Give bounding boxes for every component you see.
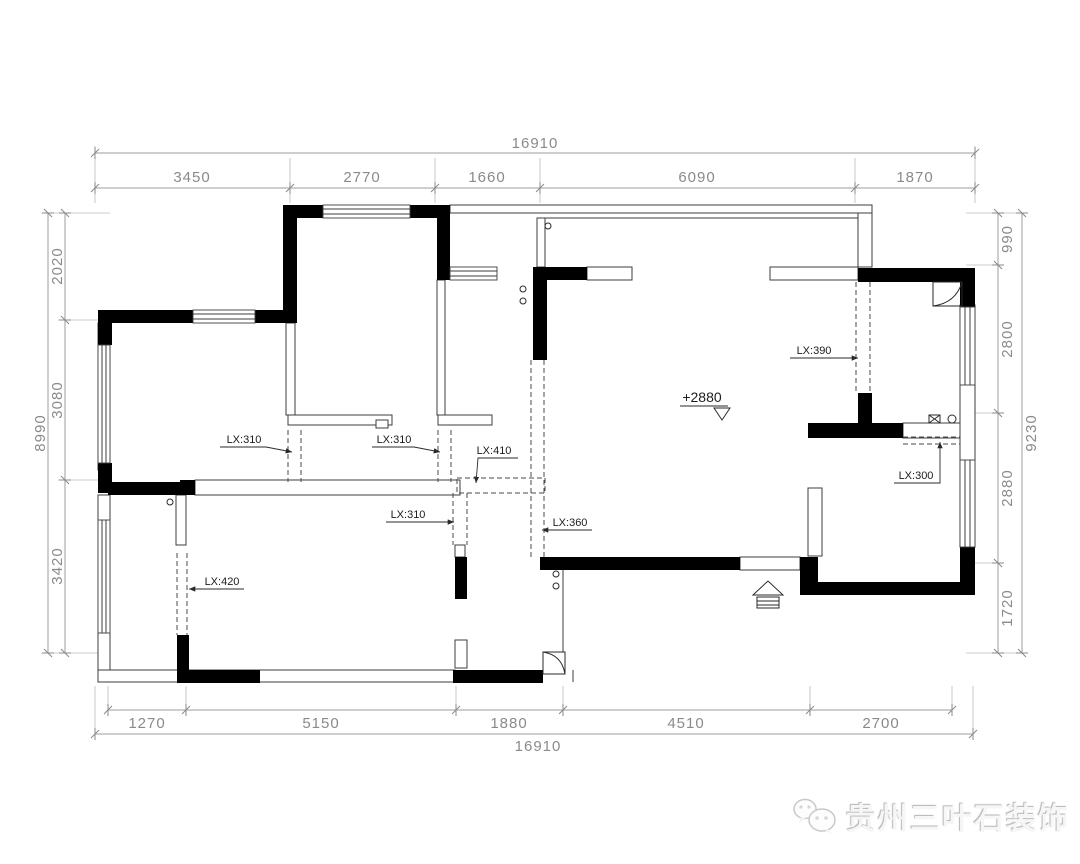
beam-annotations: LX:310 LX:310 LX:410 LX:310 LX:360 LX:42… <box>189 345 943 592</box>
watermark: 贵州三叶石装饰 <box>792 794 1070 838</box>
beam-label-lx360: LX:360 <box>553 517 588 529</box>
beam-label-lx300: LX:300 <box>899 470 934 482</box>
window <box>192 309 256 324</box>
dim-bottom-segment-1: 5150 <box>302 715 339 732</box>
entry-arrow-icon <box>751 580 785 609</box>
dimension-lines <box>41 146 1029 741</box>
dim-top-segment-3: 6090 <box>678 169 715 186</box>
outlet-symbol-icon <box>928 414 957 424</box>
beam-dashed-lines <box>176 282 960 635</box>
level-mark: +2880 <box>680 389 731 421</box>
dim-left-segment-2: 3420 <box>49 547 66 584</box>
dim-bottom-segment-0: 1270 <box>128 715 165 732</box>
dim-right-segment-0: 990 <box>999 225 1016 253</box>
dim-right-segment-2: 2880 <box>999 469 1016 506</box>
hinge-dots <box>166 222 560 590</box>
level-mark-text: +2880 <box>682 389 722 405</box>
dim-left-segment-0: 2020 <box>49 247 66 284</box>
window <box>959 459 976 548</box>
dim-bottom-segment-3: 4510 <box>667 715 704 732</box>
beam-label-lx310-b: LX:310 <box>377 434 412 446</box>
dimension-labels: 16910 3450 2770 1660 6090 1870 1270 5150… <box>32 135 1040 755</box>
dim-right-segment-1: 2800 <box>999 320 1016 357</box>
window <box>97 519 111 634</box>
dim-right-segment-3: 1720 <box>999 589 1016 626</box>
door-swing-icon <box>542 651 566 675</box>
plan-symbols <box>166 222 963 675</box>
dim-bottom-segment-2: 1880 <box>490 715 527 732</box>
window <box>959 306 976 386</box>
dim-top-segment-4: 1870 <box>896 169 933 186</box>
dim-top-segment-0: 3450 <box>173 169 210 186</box>
window <box>97 344 111 464</box>
dim-top-segment-2: 1660 <box>468 169 505 186</box>
watermark-text: 贵州三叶石装饰 <box>846 803 1070 836</box>
window <box>449 266 498 281</box>
dim-left-total: 8990 <box>32 414 49 451</box>
dim-bottom-segment-4: 2700 <box>862 715 899 732</box>
windows <box>97 204 976 634</box>
beam-label-lx420: LX:420 <box>205 576 240 588</box>
dim-right-total: 9230 <box>1023 414 1040 451</box>
dim-top-segment-1: 2770 <box>343 169 380 186</box>
extension-lines <box>42 146 1028 740</box>
beam-label-lx310-a: LX:310 <box>227 434 262 446</box>
beam-label-lx310-c: LX:310 <box>391 509 426 521</box>
level-triangle-icon <box>713 407 731 421</box>
beam-label-lx410: LX:410 <box>477 445 512 457</box>
window <box>322 204 411 219</box>
dim-left-segment-1: 3080 <box>49 381 66 418</box>
dim-bottom-total: 16910 <box>515 738 562 755</box>
wall-segments <box>98 205 975 683</box>
wechat-icon <box>793 798 836 834</box>
beam-label-lx390: LX:390 <box>797 345 832 357</box>
dim-top-total: 16910 <box>512 135 559 152</box>
door-swing-icon <box>932 281 963 307</box>
